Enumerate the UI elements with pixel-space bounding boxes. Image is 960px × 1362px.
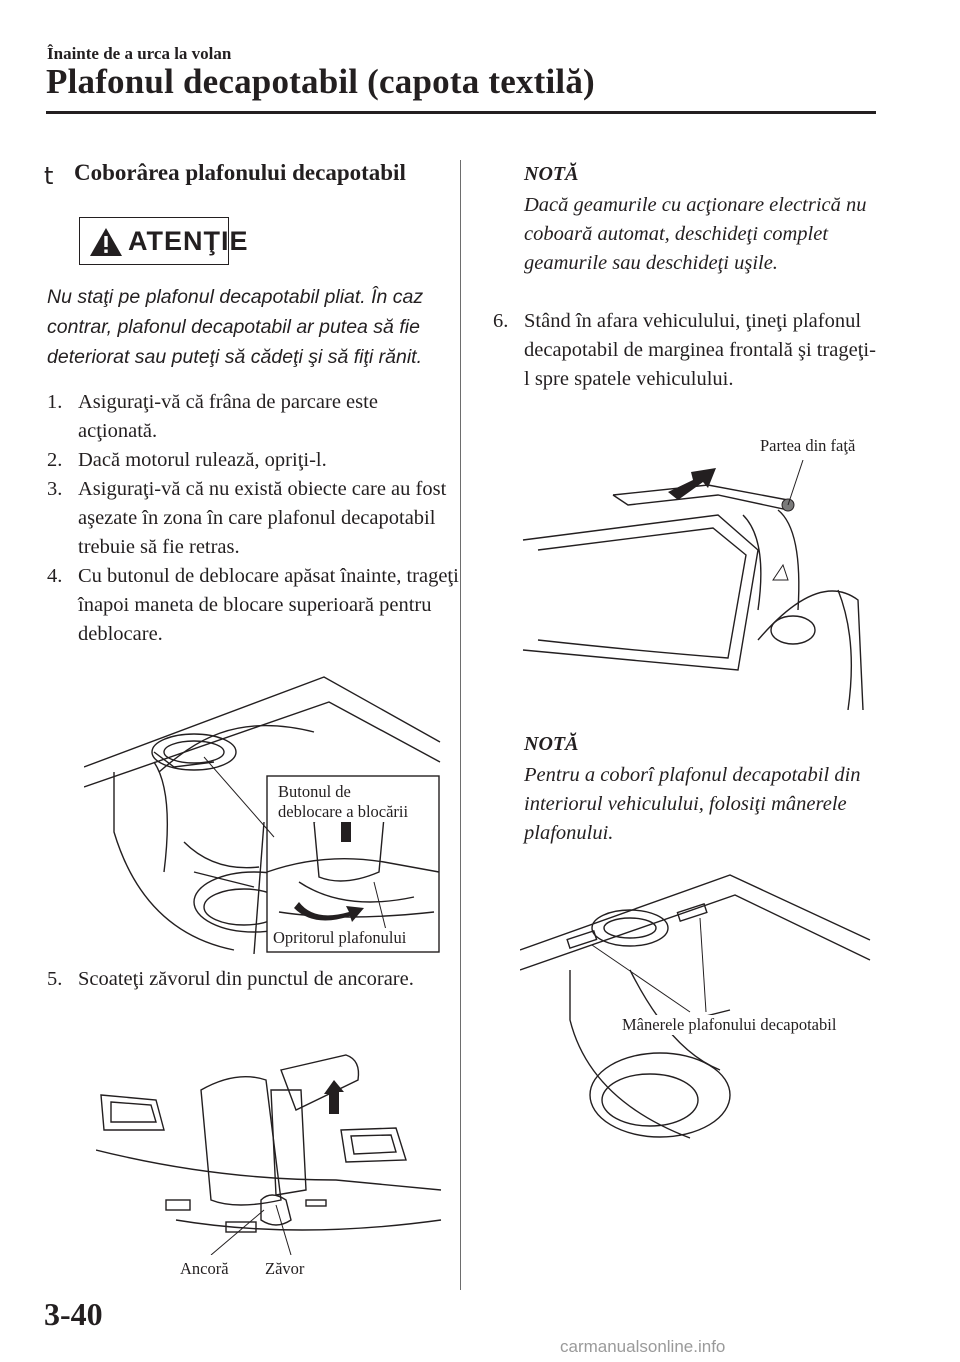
header-rule [46,111,876,114]
chapter-heading: Înainte de a urca la volan [47,44,232,63]
step-number: 6. [493,310,509,332]
note-title: NOTĂ [524,733,579,755]
step-text: Stând în afara vehiculului, ţineţi plafo… [524,310,876,390]
step-text: Scoateţi zăvorul din punctul de ancorare… [78,968,414,990]
step-number: 5. [47,968,63,990]
roof-handles-illustration [520,874,871,1139]
fig2-label-latch: Zăvor [265,1259,305,1279]
fig1-label-button-line1: Butonul de [278,782,351,802]
step-number: 3. [47,478,63,500]
note-text: Pentru a coborî plafonul decapotabil din… [524,764,861,844]
roof-pull-illustration [522,460,864,710]
page-title: Plafonul decapotabil (capota textilă) [46,62,595,101]
warning-text: Nu staţi pe plafonul decapotabil pliat. … [47,286,424,368]
step-text: Asiguraţi-vă că nu există obiecte care a… [78,478,447,558]
fig4-label-handles: Mânerele plafonului decapotabil [622,1015,837,1035]
note-title: NOTĂ [524,163,579,185]
step-4: 4. Cu butonul de deblocare apăsat înaint… [47,562,459,649]
step-1: 1. Asiguraţi-vă că frâna de parcare este… [47,388,459,446]
step-text: Dacă motorul rulează, opriţi-l. [78,449,327,471]
warning-box: ATENŢIE [79,217,248,265]
fig2-label-anchor: Ancoră [180,1259,229,1279]
step-number: 4. [47,565,63,587]
warning-triangle-icon [90,228,122,256]
note-text: Dacă geamurile cu acţionare electrică nu… [524,194,867,274]
step-2: 2. Dacă motorul rulează, opriţi-l. [47,446,459,475]
section-title: Coborârea plafonului decapotabil [74,160,406,185]
step-5: 5. Scoateţi zăvorul din punctul de ancor… [47,965,459,994]
step-number: 2. [47,449,63,471]
warning-label: ATENŢIE [128,226,249,256]
step-number: 1. [47,391,63,413]
step-text: Asiguraţi-vă că frâna de parcare este ac… [78,391,378,442]
step-3: 3. Asiguraţi-vă că nu există obiecte car… [47,475,459,562]
column-divider [460,160,461,1290]
fig1-label-button-line2: deblocare a blocării [278,802,409,822]
section-marker: t [44,162,54,190]
fig3-label-front: Partea din faţă [760,436,856,456]
footer-watermark: carmanualsonline.info [560,1337,726,1356]
fig1-label-stop: Opritorul plafonului [273,928,407,948]
step-text: Cu butonul de deblocare apăsat înainte, … [78,565,459,645]
step-6: 6. Stând în afara vehiculului, ţineţi pl… [493,307,878,394]
page-number: 3-40 [44,1296,103,1332]
latch-anchor-illustration [96,1054,442,1255]
